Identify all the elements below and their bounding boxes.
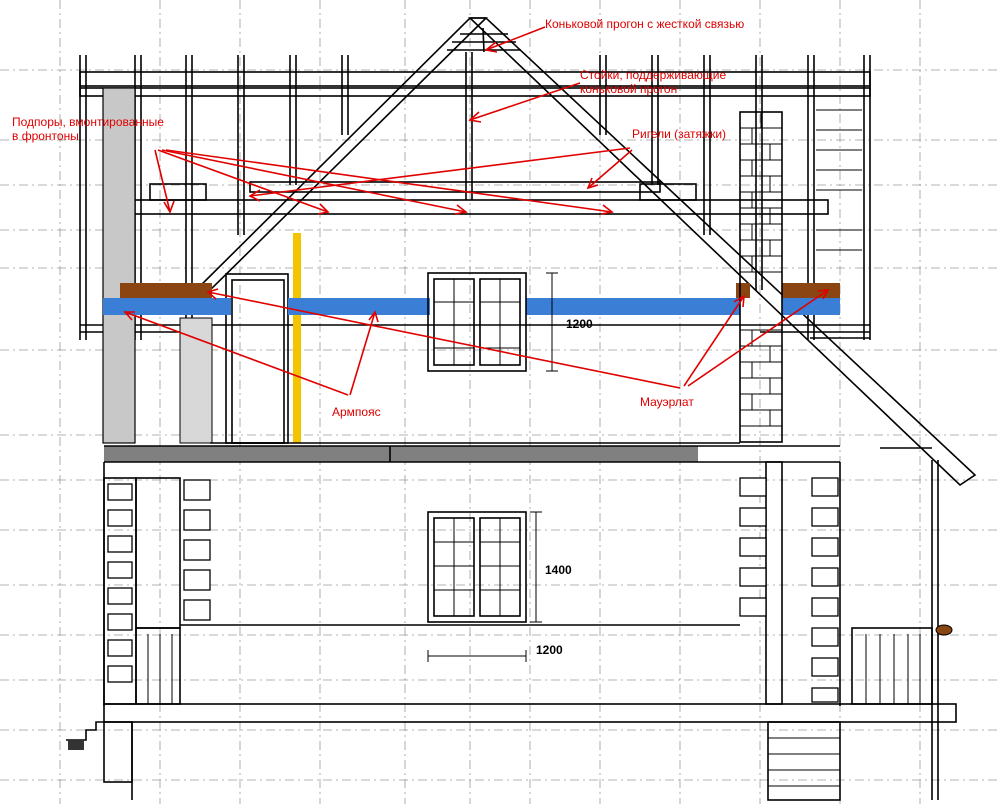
label-struts-line1: Подпоры, вмонтированные bbox=[12, 115, 164, 129]
lower-window-dimensions bbox=[427, 511, 542, 662]
floor-slab bbox=[104, 445, 840, 463]
rafters bbox=[184, 17, 977, 487]
annotation-arrows bbox=[123, 26, 830, 396]
left-inner-wall bbox=[179, 317, 213, 444]
label-armopoyas: Армпояс bbox=[332, 405, 381, 419]
left-stairs bbox=[66, 721, 104, 750]
label-tie-beams: Ригели (затяжки) bbox=[632, 127, 726, 141]
lower-window-width-label: 1200 bbox=[536, 643, 563, 657]
armopoyas-band bbox=[103, 298, 840, 315]
label-posts-line1: Стойки, поддерживающие bbox=[580, 68, 727, 82]
right-porch bbox=[851, 447, 953, 800]
upper-window bbox=[427, 272, 527, 372]
chimney bbox=[739, 111, 783, 443]
upper-window-dimension bbox=[546, 272, 558, 372]
tie-beams bbox=[117, 181, 829, 215]
lower-window bbox=[427, 511, 527, 623]
left-brick-pier bbox=[103, 477, 211, 705]
left-gable-wall bbox=[102, 87, 136, 444]
upper-floor bbox=[210, 233, 740, 444]
left-railing bbox=[135, 627, 181, 705]
label-mauerlat: Мауэрлат bbox=[640, 395, 694, 409]
yellow-post bbox=[293, 233, 301, 443]
label-ridge-purlin: Коньковой прогон с жесткой связью bbox=[545, 17, 744, 31]
right-gable-hatch bbox=[816, 109, 862, 251]
lower-window-height-label: 1400 bbox=[545, 563, 572, 577]
label-struts-line2: в фронтоны bbox=[12, 129, 79, 143]
label-posts-line2: коньковой прогон bbox=[580, 82, 677, 96]
right-brick-column bbox=[739, 461, 841, 801]
upper-window-height-label: 1200 bbox=[566, 317, 593, 331]
